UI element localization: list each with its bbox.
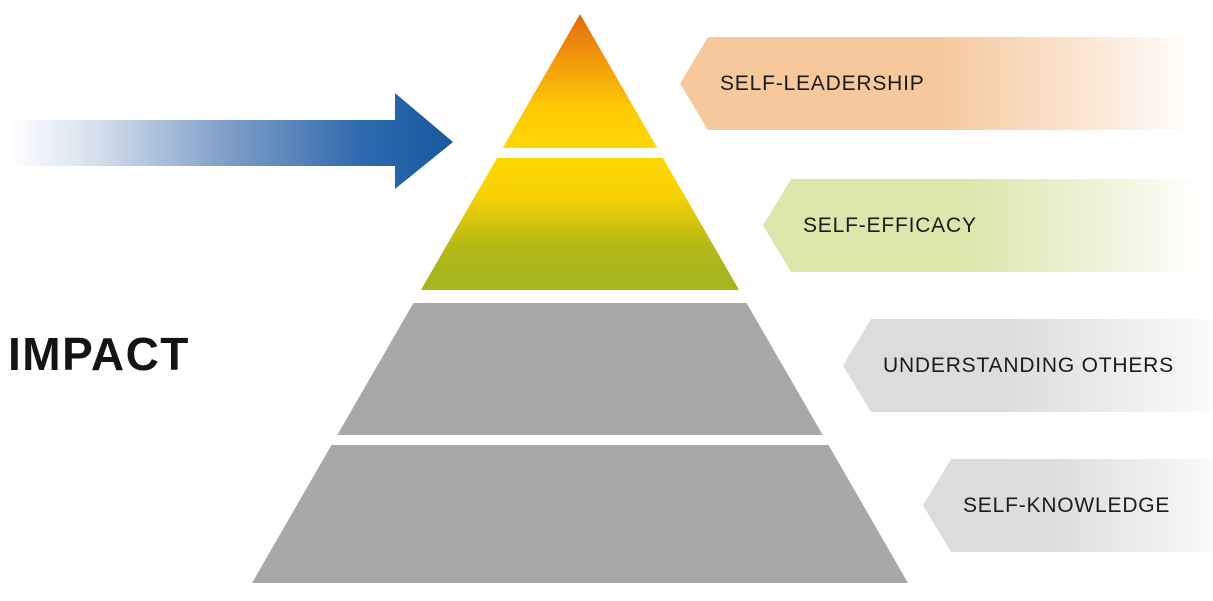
banner-label-self-efficacy: SELF-EFFICACY [803,213,977,237]
banner-understanding-others: UNDERSTANDING OTHERS [843,319,1213,412]
banner-self-efficacy: SELF-EFFICACY [763,179,1213,272]
banner-label-self-knowledge: SELF-KNOWLEDGE [963,493,1171,517]
pyramid-level-4-segment [252,445,908,583]
banner-self-leadership: SELF-LEADERSHIP [680,37,1213,130]
banner-label-understanding-others: UNDERSTANDING OTHERS [883,353,1174,377]
banner-label-self-leadership: SELF-LEADERSHIP [720,71,925,95]
impact-label: IMPACT [8,328,190,380]
pyramid-level-1-segment [502,14,658,148]
pyramid-level-3-segment [337,303,823,435]
pyramid-level-2-segment [420,158,740,290]
banner-self-knowledge: SELF-KNOWLEDGE [923,459,1213,552]
impact-arrow [8,93,453,189]
